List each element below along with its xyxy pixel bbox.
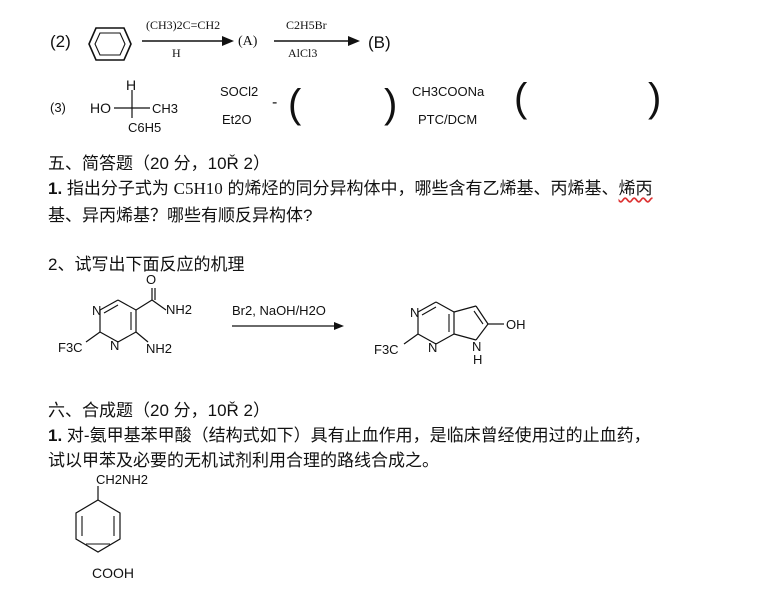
- reaction-arrow: [274, 36, 360, 46]
- reagent-isobutylene: (CH3)2C=CH2: [146, 18, 221, 32]
- intermediate-a: (A): [238, 34, 258, 49]
- reaction-3-label: (3): [50, 100, 66, 115]
- reactant-carbonyl-o: O: [146, 272, 157, 287]
- product-cf3: F3C: [374, 342, 399, 357]
- substituent-h: H: [126, 77, 137, 93]
- section-5-heading: 五、简答题（20 分，10Ř 2）: [48, 154, 270, 173]
- formula-c5h10: C5H10: [173, 179, 223, 198]
- spellcheck-underlined-text: 烯丙: [618, 179, 653, 198]
- reagent-sodium-acetate: CH3COONa: [412, 84, 485, 99]
- struct-ch2nh2: CH2NH2: [96, 472, 149, 487]
- product-structure: [403, 301, 504, 345]
- reaction-2-label: (2): [50, 32, 71, 51]
- reagent-ethyl-bromide: C2H5Br: [286, 18, 327, 32]
- reaction-dash: -: [272, 94, 278, 111]
- question-5-2: 2、试写出下面反应的机理: [48, 255, 245, 274]
- question-text: 对-氨甲基苯甲酸（结构式如下）具有止血作用，是临床曾经使用过的止血药，: [66, 426, 651, 445]
- product-ring-n2: N: [428, 340, 438, 355]
- blank-open-paren: (: [288, 82, 302, 126]
- benzene-ring: [88, 27, 132, 61]
- mechanism-reagents: Br2, NaOH/H2O: [232, 303, 326, 318]
- reactant-structure: [85, 288, 167, 343]
- reagent-h: H: [172, 46, 181, 60]
- reaction-arrow: [232, 322, 344, 330]
- reagent-socl2: SOCl2: [220, 84, 259, 99]
- reactant-ring-n1: N: [92, 303, 102, 318]
- substituent-ho: HO: [90, 100, 111, 116]
- question-6-1-line2: 试以甲苯及必要的无机试剂利用合理的路线合成之。: [48, 451, 439, 470]
- stereocenter-bonds: [114, 90, 150, 118]
- blank-open-paren-2: (: [514, 76, 528, 120]
- substituent-c6h5: C6H5: [128, 120, 162, 135]
- section-6-heading: 六、合成题（20 分，10Ř 2）: [48, 401, 270, 420]
- question-5-1-line2: 基、异丙烯基？哪些有顺反异构体?: [48, 206, 313, 225]
- question-6-1-line1: 1. 对-氨甲基苯甲酸（结构式如下）具有止血作用，是临床曾经使用过的止血药，: [48, 421, 651, 446]
- blank-close-paren-2: ): [648, 76, 662, 120]
- blank-close-paren: ): [384, 82, 398, 126]
- question-text: 指出分子式为: [66, 179, 174, 198]
- question-number: 1.: [48, 426, 63, 445]
- reactant-cf3: F3C: [58, 340, 83, 355]
- reactant-amine-nh2: NH2: [146, 341, 173, 356]
- struct-cooh: COOH: [92, 565, 134, 581]
- benzene-ring-para: [75, 486, 121, 553]
- reagent-alcl3: AlCl3: [288, 46, 318, 60]
- question-number: 1.: [48, 179, 63, 198]
- product-pyrrole-n: N: [472, 339, 482, 354]
- reactant-amide-nh2: NH2: [166, 302, 193, 317]
- reagent-et2o: Et2O: [222, 112, 252, 127]
- product-oh: OH: [506, 317, 526, 332]
- product-b: (B): [368, 33, 391, 52]
- reactant-ring-n2: N: [110, 338, 120, 353]
- product-ring-n1: N: [410, 305, 420, 320]
- question-5-1-line1: 1. 指出分子式为 C5H10 的烯烃的同分异构体中，哪些含有乙烯基、丙烯基、烯…: [48, 174, 653, 199]
- question-text: 的烯烃的同分异构体中，哪些含有乙烯基、丙烯基、: [222, 179, 619, 198]
- substituent-ch3: CH3: [152, 101, 179, 116]
- product-pyrrole-h: H: [473, 352, 483, 367]
- reagent-ptc-dcm: PTC/DCM: [418, 112, 478, 127]
- reaction-arrow: [142, 36, 234, 46]
